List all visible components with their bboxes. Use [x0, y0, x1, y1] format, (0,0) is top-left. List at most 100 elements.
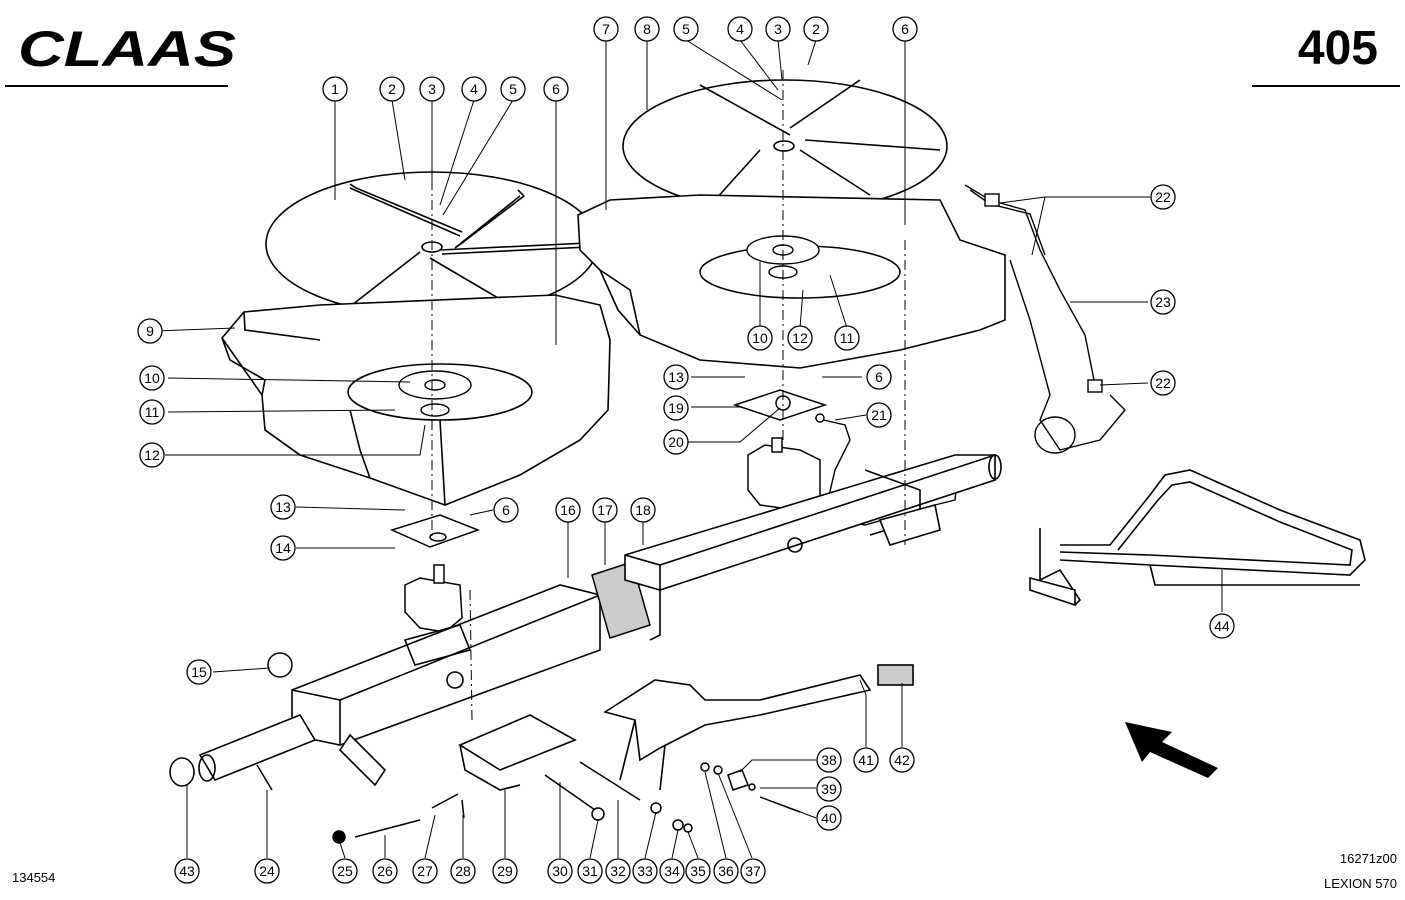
svg-text:1: 1 [331, 81, 339, 97]
callout-37[interactable]: 37 [740, 858, 766, 884]
svg-text:23: 23 [1155, 294, 1171, 310]
svg-text:10: 10 [752, 330, 768, 346]
svg-text:5: 5 [509, 81, 517, 97]
callout-28[interactable]: 28 [450, 858, 476, 884]
svg-text:39: 39 [821, 781, 837, 797]
callout-31[interactable]: 31 [577, 858, 603, 884]
callout-3[interactable]: 3 [419, 76, 445, 102]
callout-10b[interactable]: 10 [747, 325, 773, 351]
svg-text:17: 17 [597, 502, 613, 518]
svg-text:6: 6 [502, 502, 510, 518]
spreader-housing-left [220, 294, 611, 506]
callout-21[interactable]: 21 [866, 402, 892, 428]
svg-text:24: 24 [259, 863, 275, 879]
callout-36[interactable]: 36 [713, 858, 739, 884]
svg-text:21: 21 [871, 407, 887, 423]
callout-39[interactable]: 39 [816, 776, 842, 802]
callout-6b[interactable]: 6 [892, 16, 918, 42]
callout-44[interactable]: 44 [1209, 613, 1235, 639]
callout-19[interactable]: 19 [663, 395, 689, 421]
callout-10[interactable]: 10 [139, 365, 165, 391]
callout-43[interactable]: 43 [174, 858, 200, 884]
svg-text:44: 44 [1214, 618, 1230, 634]
callout-6d[interactable]: 6 [493, 497, 519, 523]
callout-20[interactable]: 20 [663, 429, 689, 455]
drawing-reference: 134554 [12, 870, 55, 885]
spring-bracket [458, 714, 577, 791]
callout-2[interactable]: 2 [379, 76, 405, 102]
callout-40[interactable]: 40 [816, 805, 842, 831]
drawing-code: 16271z00 [1340, 851, 1397, 866]
callout-6[interactable]: 6 [543, 76, 569, 102]
callout-14[interactable]: 14 [270, 535, 296, 561]
callout-22b[interactable]: 22 [1150, 370, 1176, 396]
callout-5b[interactable]: 5 [673, 16, 699, 42]
frame-beam-right [624, 454, 1002, 641]
callout-7[interactable]: 7 [593, 16, 619, 42]
svg-text:20: 20 [668, 434, 684, 450]
claas-logo: CLAAS [18, 21, 236, 77]
callout-13[interactable]: 13 [663, 364, 689, 390]
callout-1[interactable]: 1 [322, 76, 348, 102]
callout-17[interactable]: 17 [592, 497, 618, 523]
callout-4b[interactable]: 4 [727, 16, 753, 42]
callout-23[interactable]: 23 [1150, 289, 1176, 315]
callout-35[interactable]: 35 [685, 858, 711, 884]
callout-32[interactable]: 32 [605, 858, 631, 884]
lever-arm [603, 664, 914, 791]
svg-text:26: 26 [377, 863, 393, 879]
callout-12b[interactable]: 12 [787, 325, 813, 351]
svg-text:6: 6 [901, 21, 909, 37]
callout-26[interactable]: 26 [372, 858, 398, 884]
callout-38[interactable]: 38 [816, 747, 842, 773]
svg-text:7: 7 [602, 21, 610, 37]
callout-8[interactable]: 8 [634, 16, 660, 42]
callout-24[interactable]: 24 [254, 858, 280, 884]
svg-text:14: 14 [275, 540, 291, 556]
callout-22[interactable]: 22 [1150, 184, 1176, 210]
callout-2b[interactable]: 2 [803, 16, 829, 42]
callout-33[interactable]: 33 [632, 858, 658, 884]
svg-text:9: 9 [146, 323, 154, 339]
callout-6c[interactable]: 6 [866, 364, 892, 390]
callout-12[interactable]: 12 [139, 442, 165, 468]
callout-34[interactable]: 34 [659, 858, 685, 884]
hydraulic-line-assembly [964, 184, 1126, 454]
callout-5[interactable]: 5 [500, 76, 526, 102]
callout-13b[interactable]: 13 [270, 494, 296, 520]
svg-text:19: 19 [668, 400, 684, 416]
svg-text:10: 10 [144, 370, 160, 386]
spreader-disc-right [622, 79, 948, 213]
svg-text:12: 12 [144, 447, 160, 463]
callout-29[interactable]: 29 [492, 858, 518, 884]
callout-25[interactable]: 25 [332, 858, 358, 884]
svg-text:2: 2 [812, 21, 820, 37]
svg-text:30: 30 [552, 863, 568, 879]
svg-text:36: 36 [718, 863, 734, 879]
svg-text:43: 43 [179, 863, 195, 879]
callouts: 1 2 3 4 5 6 7 8 5 4 3 2 6 22 9 10 11 12 … [137, 16, 1235, 884]
callout-16[interactable]: 16 [555, 497, 581, 523]
disc-hub-left [398, 370, 472, 417]
svg-text:29: 29 [497, 863, 513, 879]
svg-text:31: 31 [582, 863, 598, 879]
svg-text:13: 13 [668, 369, 684, 385]
svg-text:38: 38 [821, 752, 837, 768]
svg-text:33: 33 [637, 863, 653, 879]
svg-text:6: 6 [552, 81, 560, 97]
callout-11[interactable]: 11 [139, 399, 165, 425]
callout-41[interactable]: 41 [853, 747, 879, 773]
callout-11b[interactable]: 11 [834, 325, 860, 351]
leader-lines [154, 39, 1223, 859]
svg-text:37: 37 [745, 863, 761, 879]
callout-15[interactable]: 15 [186, 659, 212, 685]
callout-3b[interactable]: 3 [765, 16, 791, 42]
callout-27[interactable]: 27 [412, 858, 438, 884]
svg-text:5: 5 [682, 21, 690, 37]
callout-30[interactable]: 30 [547, 858, 573, 884]
callout-9[interactable]: 9 [137, 318, 163, 344]
callout-4[interactable]: 4 [461, 76, 487, 102]
callout-42[interactable]: 42 [889, 747, 915, 773]
callout-18[interactable]: 18 [630, 497, 656, 523]
